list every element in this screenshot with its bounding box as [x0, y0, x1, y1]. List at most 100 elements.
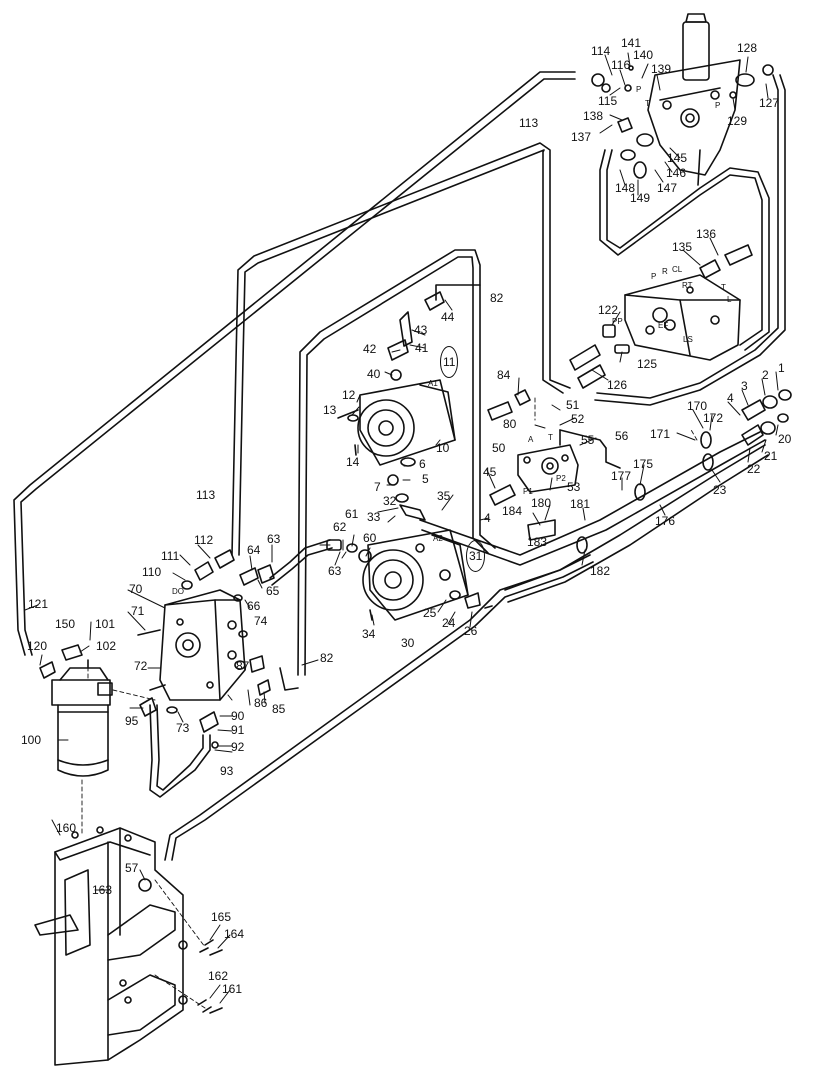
hose-113-lower — [231, 142, 571, 556]
port-mark-t-valve: T — [548, 433, 553, 442]
label-part-3: 3 — [741, 379, 748, 393]
valve-body-70 — [159, 589, 246, 701]
label-part-146: 146 — [666, 166, 687, 180]
label-part-74: 74 — [254, 614, 268, 628]
label-part-140: 140 — [633, 48, 654, 62]
label-part-50: 50 — [492, 441, 506, 455]
label-part-101: 101 — [95, 617, 116, 631]
label-part-63-right: 63 — [328, 564, 342, 578]
port-mark-p1-valve: P1 — [523, 487, 533, 496]
label-part-102: 102 — [96, 639, 117, 653]
label-part-44: 44 — [441, 310, 455, 324]
label-part-80: 80 — [503, 417, 517, 431]
label-part-14: 14 — [346, 455, 360, 469]
label-part-150: 150 — [55, 617, 76, 631]
callout-31: 31 — [466, 540, 486, 572]
port-mark-p2-valve: P2 — [556, 474, 566, 483]
port-mark-a1: A1 — [428, 379, 438, 388]
label-part-45: 45 — [483, 465, 497, 479]
port-mark-p-ls: P — [651, 272, 657, 281]
label-part-71: 71 — [131, 604, 145, 618]
label-part-82-top: 82 — [490, 291, 504, 305]
hose-82 — [297, 249, 496, 676]
label-part-10: 10 — [436, 441, 450, 455]
label-part-135: 135 — [672, 240, 693, 254]
hose-63 — [269, 539, 333, 691]
label-part-82-bottom: 82 — [320, 651, 334, 665]
label-part-175: 175 — [633, 457, 654, 471]
label-part-114: 114 — [591, 44, 611, 58]
port-mark-r-ls: R — [662, 267, 668, 276]
label-part-160: 160 — [56, 821, 77, 835]
label-part-6: 6 — [419, 457, 426, 471]
label-part-23: 23 — [713, 483, 727, 497]
label-part-113-left: 113 — [196, 488, 216, 502]
label-part-60: 60 — [363, 531, 377, 545]
bracket-180 — [527, 519, 556, 541]
label-part-162: 162 — [208, 969, 229, 983]
fittings-110-112 — [181, 549, 275, 638]
fittings-85-92 — [139, 655, 271, 749]
label-part-63-left: 63 — [267, 532, 281, 546]
directional-valve-139 — [647, 13, 741, 186]
pump-a2 — [362, 529, 469, 621]
label-part-34: 34 — [362, 627, 376, 641]
label-part-22: 22 — [747, 462, 761, 476]
label-part-2: 2 — [762, 368, 769, 382]
port-mark-pp-ls: PP — [612, 317, 623, 326]
label-part-40: 40 — [367, 367, 381, 381]
label-part-125: 125 — [637, 357, 658, 371]
label-part-138: 138 — [583, 109, 604, 123]
label-part-145: 145 — [667, 151, 688, 165]
label-part-177: 177 — [611, 469, 632, 483]
label-part-33: 33 — [367, 510, 381, 524]
label-part-112: 112 — [194, 533, 214, 547]
port-mark-l-ls: L — [727, 295, 732, 304]
label-part-176: 176 — [655, 514, 676, 528]
fittings-122-136 — [569, 244, 753, 389]
label-part-149: 149 — [630, 191, 651, 205]
label-part-87: 87 — [236, 659, 250, 673]
label-part-111: 111 — [161, 549, 180, 563]
label-part-182: 182 — [590, 564, 611, 578]
mount-frame-160 — [34, 826, 188, 1066]
label-part-25: 25 — [423, 606, 437, 620]
label-part-41: 41 — [415, 341, 429, 355]
label-part-136: 136 — [696, 227, 717, 241]
port-mark-p-right: P — [715, 101, 721, 110]
filter-100 — [39, 644, 113, 777]
label-part-115: 115 — [598, 94, 618, 108]
pipes-175-181 — [419, 429, 769, 603]
valve-50 — [517, 429, 579, 493]
port-mark-t-ls: T — [721, 283, 726, 292]
label-part-171: 171 — [650, 427, 671, 441]
label-part-64: 64 — [247, 543, 261, 557]
label-part-121: 121 — [28, 597, 49, 611]
label-part-35: 35 — [437, 489, 451, 503]
label-part-4b: 4 — [484, 511, 491, 525]
label-part-90: 90 — [231, 709, 245, 723]
label-part-7: 7 — [374, 480, 381, 494]
label-part-30: 30 — [401, 636, 415, 650]
label-part-42: 42 — [363, 342, 377, 356]
label-part-139: 139 — [651, 62, 672, 76]
label-part-1: 1 — [778, 361, 785, 375]
label-part-84: 84 — [497, 368, 511, 382]
fittings-right-1-23 — [576, 389, 792, 554]
label-part-61: 61 — [345, 507, 359, 521]
label-part-32: 32 — [383, 494, 397, 508]
port-mark-a-valve: A — [528, 435, 534, 444]
label-part-91: 91 — [231, 723, 245, 737]
label-part-126: 126 — [607, 378, 628, 392]
label-part-5: 5 — [422, 472, 429, 486]
label-part-161: 161 — [222, 982, 243, 996]
label-part-57: 57 — [125, 861, 139, 875]
fittings-45-84 — [487, 389, 531, 506]
label-part-62: 62 — [333, 520, 347, 534]
port-mark-cl-ls: CL — [672, 265, 683, 274]
port-mark-rt-ls: RT — [682, 281, 693, 290]
label-part-52: 52 — [571, 412, 585, 426]
fittings-40-44 — [347, 291, 445, 422]
label-part-70: 70 — [129, 582, 143, 596]
